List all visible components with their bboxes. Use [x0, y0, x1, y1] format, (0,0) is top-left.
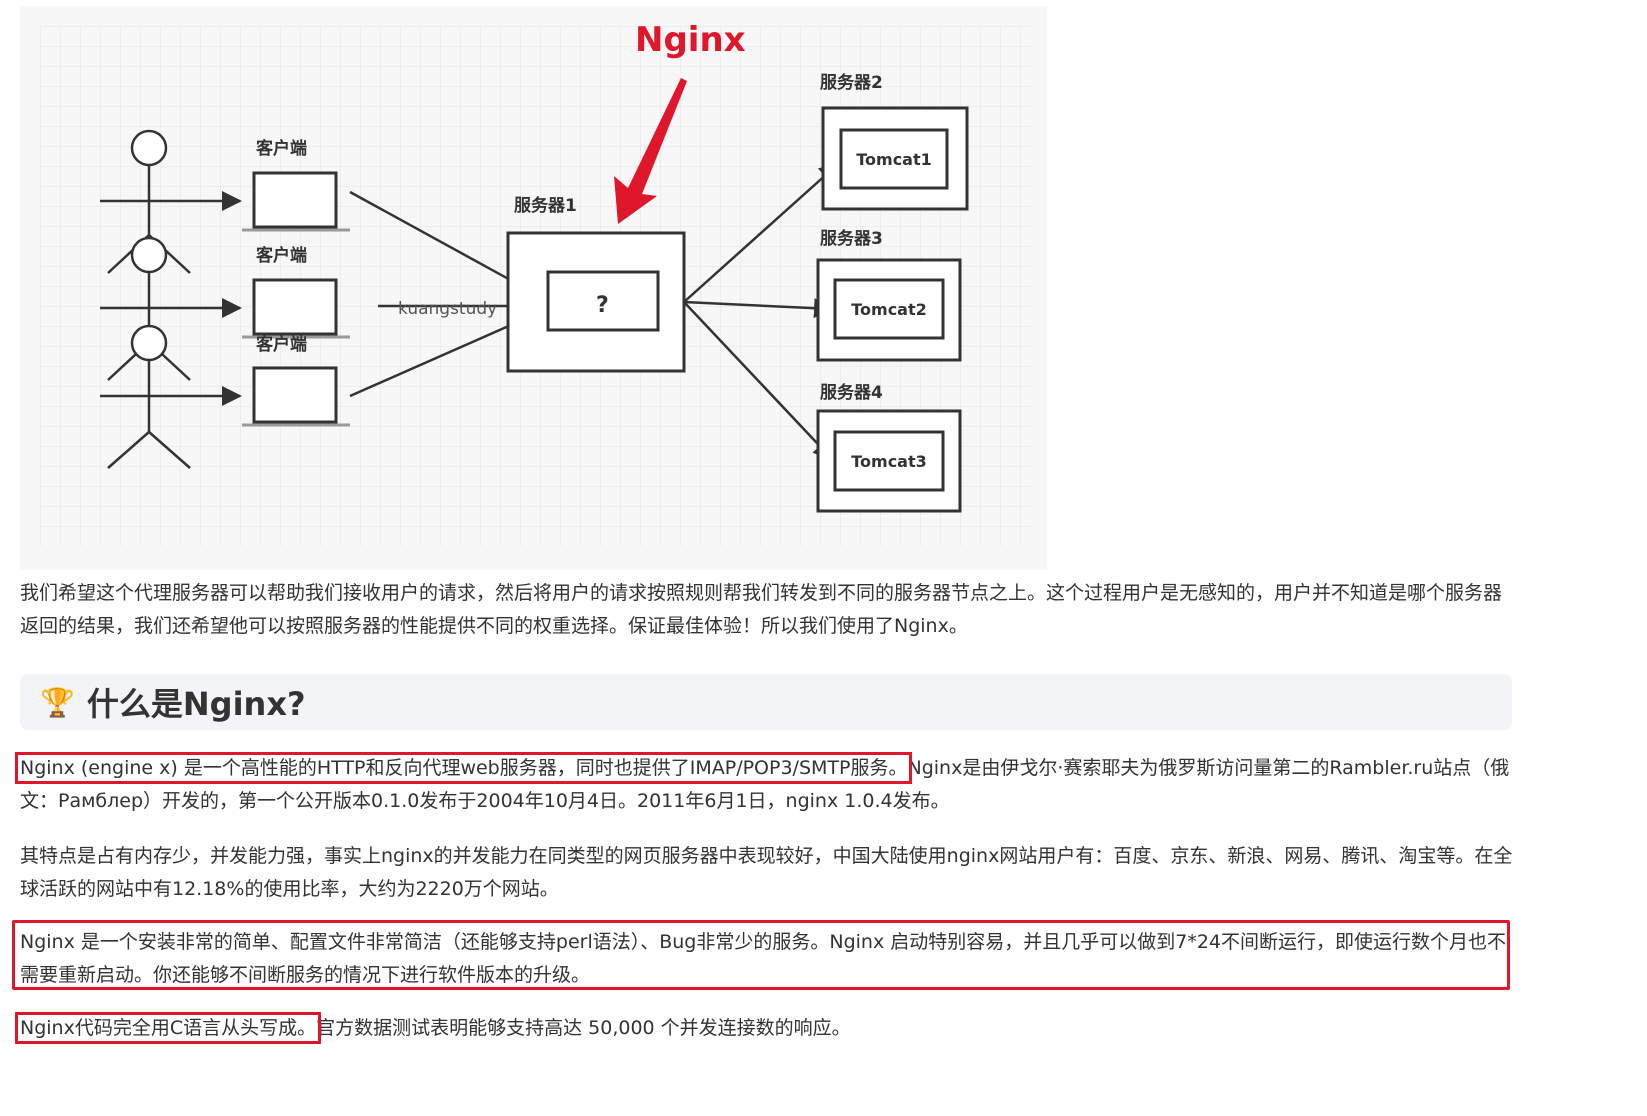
arrow-proxy-server4: [683, 301, 834, 461]
nginx-pointer-arrow: [614, 78, 687, 224]
tomcat1-label: Tomcat1: [856, 150, 932, 169]
user-figure-3: [100, 324, 200, 469]
highlighted-code-fact: Nginx代码完全用C语言从头写成。: [14, 1012, 322, 1044]
proxy-box: [546, 270, 660, 332]
tomcat1-box: [839, 128, 949, 190]
client-laptop-2: [242, 278, 350, 339]
tomcat2-label: Tomcat2: [851, 300, 927, 319]
client-label-1: 客户端: [255, 138, 307, 159]
diagram-svg: 客户端 客户端 客户端 kuangstudy 服务器1 ? Nginx 服务器2…: [20, 6, 1047, 570]
server4-label: 服务器4: [820, 382, 883, 403]
proxy-symbol: ?: [596, 293, 609, 318]
client-laptop-1: [242, 171, 350, 232]
server2-label: 服务器2: [820, 72, 883, 93]
highlight-box: [12, 920, 1510, 990]
highlighted-definition: Nginx (engine x) 是一个高性能的HTTP和反向代理web服务器，…: [14, 752, 913, 784]
section-heading: 🏆 什么是Nginx?: [20, 674, 1512, 730]
watermark-text: kuangstudy: [398, 299, 497, 319]
server1-label: 服务器1: [514, 195, 577, 216]
definition-rest: Nginx是由伊戈尔·赛索耶夫为俄罗斯访问量第二的Rambler.ru站点（俄文…: [20, 757, 1510, 812]
tomcat3-label: Tomcat3: [851, 452, 927, 471]
trophy-icon: 🏆: [40, 685, 75, 719]
features-paragraph: 其特点是占有内存少，并发能力强，事实上nginx的并发能力在同类型的网页服务器中…: [20, 845, 1513, 900]
arrow-proxy-server2: [683, 162, 840, 303]
tomcat3-box: [833, 430, 945, 492]
client-label-3: 客户端: [255, 334, 307, 355]
definition-paragraph: Nginx (engine x) 是一个高性能的HTTP和反向代理web服务器，…: [14, 752, 1520, 818]
server3-label: 服务器3: [820, 228, 883, 249]
heading-text: 什么是Nginx?: [86, 685, 306, 723]
stability-paragraph: Nginx 是一个安装非常的简单、配置文件非常简洁（还能够支持perl语法）、B…: [20, 931, 1507, 986]
nginx-architecture-diagram: 客户端 客户端 客户端 kuangstudy 服务器1 ? Nginx 服务器2…: [20, 6, 1047, 570]
arrow-proxy-server3: [683, 298, 834, 319]
code-rest: 官方数据测试表明能够支持高达 50,000 个并发连接数的响应。: [316, 1017, 851, 1039]
code-paragraph: Nginx代码完全用C语言从头写成。官方数据测试表明能够支持高达 50,000 …: [14, 1012, 1520, 1045]
client-label-2: 客户端: [255, 245, 307, 266]
tomcat2-box: [833, 278, 945, 340]
intro-paragraph: 我们希望这个代理服务器可以帮助我们接收用户的请求，然后将用户的请求按照规则帮我们…: [20, 582, 1503, 637]
nginx-title: Nginx: [635, 20, 746, 60]
client-laptop-3: [242, 366, 350, 427]
